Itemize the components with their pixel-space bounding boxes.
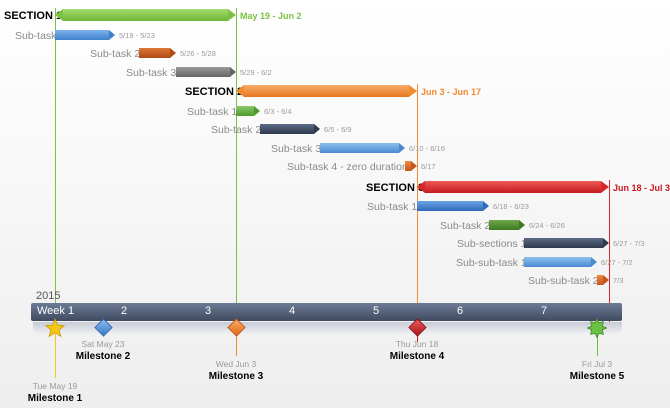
timeline-bar bbox=[31, 303, 622, 321]
milestone-4-name: Milestone 4 bbox=[389, 351, 445, 362]
milestone-3-date: Wed Jun 3 bbox=[215, 359, 257, 369]
task-3-label: Sub-task 3 bbox=[126, 67, 177, 79]
task-7-label: Sub-task 4 - zero duration bbox=[287, 161, 408, 173]
week-5-label: 5 bbox=[373, 305, 380, 317]
week-6-label: 6 bbox=[457, 305, 464, 317]
task-12-label: Sub-sub-task 2 bbox=[528, 275, 599, 287]
task-9-label: Sub-task 2 bbox=[440, 220, 491, 232]
milestone-4-date: Thu Jun 18 bbox=[395, 339, 439, 349]
task-5-dates: 6/5 - 6/9 bbox=[324, 125, 352, 134]
task-10-label: Sub-sections 1 bbox=[457, 238, 527, 250]
star-icon[interactable] bbox=[45, 318, 65, 338]
milestone-2-name: Milestone 2 bbox=[75, 351, 131, 362]
task-12-dates: 7/3 bbox=[613, 276, 624, 285]
task-8-bar[interactable] bbox=[417, 201, 489, 211]
section-3-bar[interactable] bbox=[417, 181, 609, 193]
week-1-label: Week 1 bbox=[37, 305, 75, 317]
task-4-dates: 6/3 - 6/4 bbox=[264, 107, 292, 116]
task-8-dates: 6/18 - 6/23 bbox=[493, 202, 529, 211]
week-3-label: 3 bbox=[205, 305, 212, 317]
milestone-3-name: Milestone 3 bbox=[208, 371, 264, 382]
section-1-label: SECTION 1 bbox=[4, 10, 63, 22]
section-2-dates: Jun 3 - Jun 17 bbox=[421, 87, 482, 97]
section-3-label: SECTION 3 bbox=[366, 182, 425, 194]
timeline-base bbox=[33, 322, 622, 334]
task-1-bar[interactable] bbox=[55, 30, 115, 40]
task-6-label: Sub-task 3 bbox=[271, 143, 322, 155]
task-7-bar[interactable] bbox=[405, 161, 417, 171]
task-5-bar[interactable] bbox=[260, 124, 320, 134]
milestone-5-name: Milestone 5 bbox=[569, 371, 625, 382]
task-4-bar[interactable] bbox=[236, 106, 260, 116]
milestone-5-line bbox=[597, 334, 598, 356]
milestone-1-name: Milestone 1 bbox=[27, 393, 83, 404]
task-1-dates: 5/19 - 5/23 bbox=[119, 31, 155, 40]
section-1-dates: May 19 - Jun 2 bbox=[240, 11, 302, 21]
task-2-dates: 5/26 - 5/28 bbox=[180, 49, 216, 58]
milestone-2-date: Sat May 23 bbox=[81, 339, 125, 349]
task-10-bar[interactable] bbox=[524, 238, 609, 248]
task-6-dates: 6/10 - 6/16 bbox=[409, 144, 445, 153]
week-4-label: 4 bbox=[289, 305, 296, 317]
task-5-label: Sub-task 2 bbox=[211, 124, 262, 136]
milestone-1-date: Tue May 19 bbox=[32, 381, 78, 391]
task-12-bar[interactable] bbox=[597, 275, 609, 285]
task-7-dates: 6/17 bbox=[421, 162, 436, 171]
task-8-label: Sub-task 1 bbox=[367, 201, 418, 213]
milestone-1-line bbox=[55, 334, 56, 378]
milestone-5-date: Fri Jul 3 bbox=[581, 359, 613, 369]
task-9-bar[interactable] bbox=[489, 220, 525, 230]
task-11-label: Sub-sub-task 1 bbox=[456, 257, 527, 269]
year-label: 2015 bbox=[36, 290, 61, 302]
task-6-bar[interactable] bbox=[320, 143, 405, 153]
task-4-label: Sub-task 1 bbox=[187, 106, 238, 118]
task-11-dates: 6/27 - 7/2 bbox=[601, 258, 633, 267]
task-2-label: Sub-task 2 bbox=[90, 48, 141, 60]
starburst-icon[interactable] bbox=[587, 318, 607, 338]
task-10-dates: 6/27 - 7/3 bbox=[613, 239, 645, 248]
task-9-dates: 6/24 - 6/26 bbox=[529, 221, 565, 230]
section-2-label: SECTION 2 bbox=[185, 86, 244, 98]
task-2-bar[interactable] bbox=[139, 48, 176, 58]
task-11-bar[interactable] bbox=[524, 257, 597, 267]
milestone-3-line bbox=[236, 334, 237, 356]
section-1-end-line bbox=[236, 8, 237, 326]
task-1-label: Sub-task bbox=[15, 30, 57, 42]
section-1-start-line bbox=[55, 8, 56, 326]
section-3-dates: Jun 18 - Jul 3 bbox=[613, 183, 670, 193]
week-7-label: 7 bbox=[541, 305, 548, 317]
section-2-bar[interactable] bbox=[236, 85, 417, 97]
week-2-label: 2 bbox=[121, 305, 128, 317]
task-3-bar[interactable] bbox=[176, 67, 236, 77]
milestone-4-line bbox=[417, 334, 418, 342]
task-3-dates: 5/29 - 6/2 bbox=[240, 68, 272, 77]
section-1-bar[interactable] bbox=[55, 9, 236, 21]
section-3-end-line bbox=[609, 180, 610, 326]
